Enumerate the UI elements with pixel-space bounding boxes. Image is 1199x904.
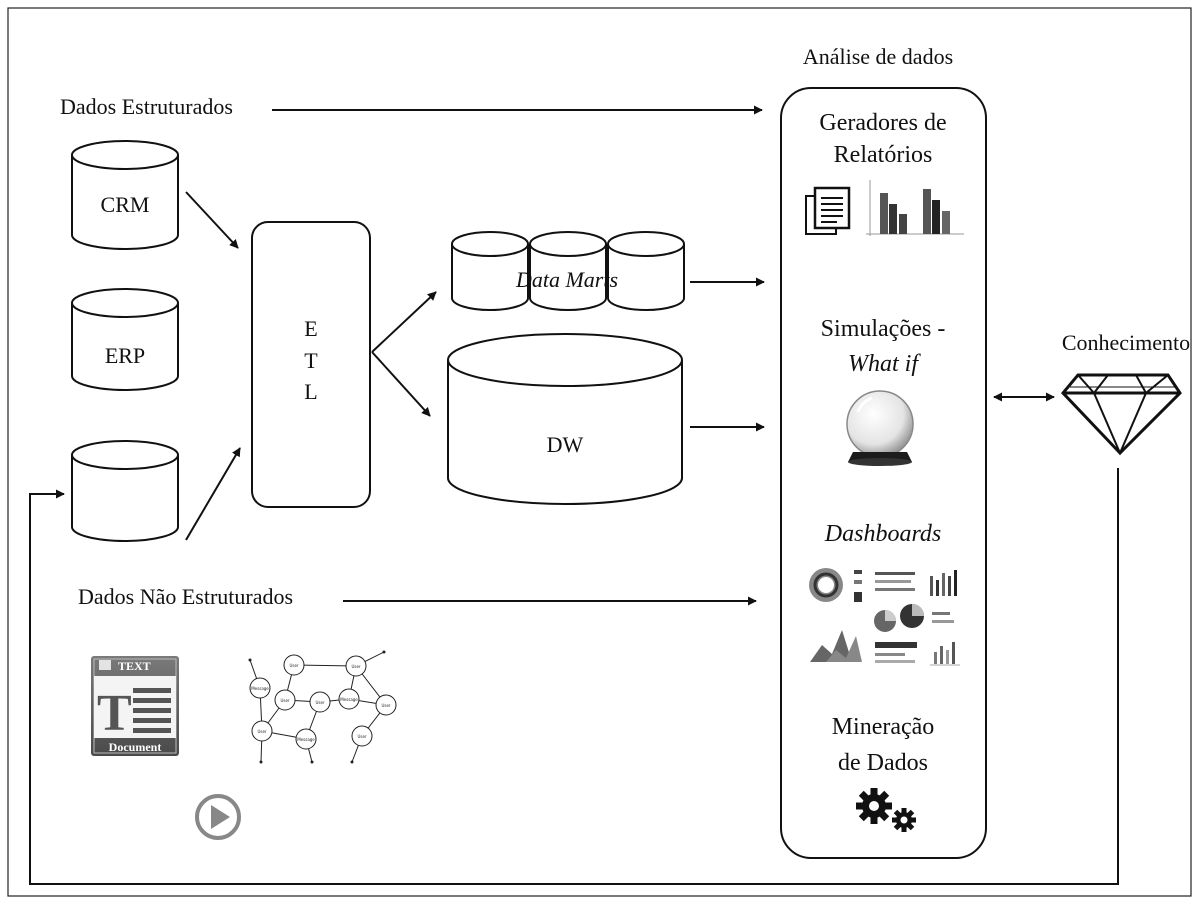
analysis-title: Análise de dados [803,44,953,69]
graph-node-label: User [280,698,289,703]
structured-data-label: Dados Estruturados [60,94,233,119]
etl-letter-e: E [304,316,317,341]
graph-node-label: User [315,700,324,705]
etl-to-datamarts-arrow [371,291,437,353]
knowledge-label: Conhecimento [1062,330,1190,355]
graph-node-label: Message [340,697,358,702]
graph-node-label: Message [251,686,269,691]
etl-letter-t: T [304,348,318,373]
text-doc-top: TEXT [118,659,151,673]
erp-label: ERP [105,343,145,368]
graph-node-label: User [381,703,390,708]
etl-box: E T L [251,221,371,508]
crm-to-etl-arrow [185,191,239,249]
dashboard-icon [809,568,960,666]
data-marts: Data Marts [451,231,685,311]
data-mining-line2: de Dados [838,750,928,776]
unstructured-database [71,440,179,542]
network-graph-icon: Message User User User User Message User… [248,650,397,764]
dashboards-label: Dashboards [824,521,941,547]
feedback-loop-arrow [29,468,1119,885]
graph-node-label: User [351,664,360,669]
dw-database: DW [447,333,683,505]
etl-to-dw-arrow [371,351,431,417]
graph-node-label: Message [297,737,315,742]
document-icon [805,186,851,235]
crm-database: CRM [71,140,179,250]
data-marts-label: Data Marts [515,267,618,292]
unstructured-data-label: Dados Não Estruturados [78,584,293,609]
play-icon [195,794,241,840]
etl-letter-l: L [304,379,317,404]
crm-label: CRM [101,192,150,217]
report-generators-line2: Relatórios [834,142,933,168]
text-doc-bottom: Document [109,740,162,754]
gears-icon [856,788,916,832]
report-generators-line1: Geradores de [819,110,946,136]
graph-node-label: User [257,729,266,734]
text-doc-letter: T [97,685,132,742]
simulations-label: Simulações - [821,316,946,342]
dw-label: DW [547,432,584,457]
source-to-etl-arrow [185,447,241,541]
graph-node-label: User [357,734,366,739]
text-document-icon: TEXT T Document [91,656,179,756]
diamond-icon [1060,373,1182,456]
erp-database: ERP [71,288,179,391]
data-mining-line1: Mineração [832,714,935,740]
outer-frame [7,7,1192,897]
crystal-ball-icon [846,390,914,466]
graph-node-label: User [289,663,298,668]
what-if-label: What if [848,351,921,377]
bar-chart-icon [866,180,964,236]
